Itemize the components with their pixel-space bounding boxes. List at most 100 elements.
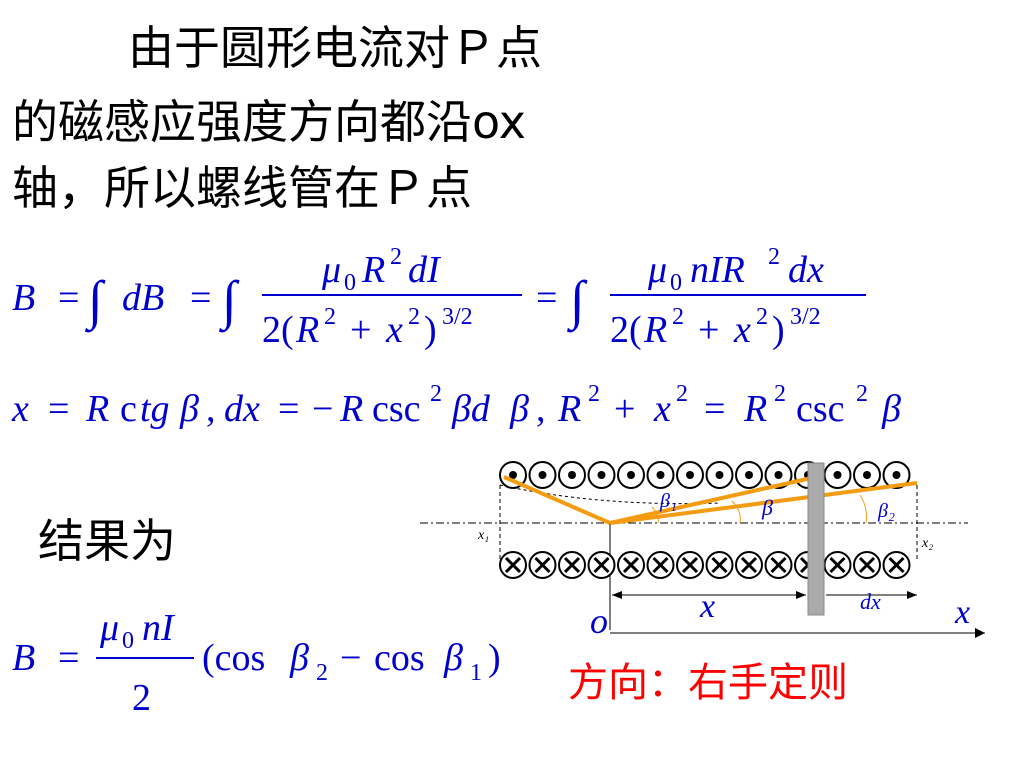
svg-text:0: 0 (670, 270, 682, 296)
line-beta1 (503, 475, 611, 525)
intro-line-3: 轴，所以螺线管在Ｐ点 (12, 161, 472, 215)
intro-line-2: 的磁感应强度方向都沿ox (12, 95, 526, 149)
svg-text:csc: csc (372, 388, 421, 430)
result-label: 结果为 (38, 514, 176, 568)
svg-text:μ: μ (647, 249, 667, 291)
label-x: x (699, 588, 715, 625)
label-beta: β (761, 495, 773, 520)
svg-text:2: 2 (856, 381, 868, 407)
coil-cross-mark (770, 556, 787, 574)
coil-dot-center (745, 471, 753, 479)
coil-cross-mark (534, 556, 551, 574)
formula-result: B = μ 0 nI 2 (cos β 2 − cos β 1 ) (12, 607, 501, 719)
svg-text:2: 2 (774, 381, 786, 407)
label-x2: x₂ (921, 536, 933, 551)
svg-text:=: = (48, 388, 69, 430)
svg-text:x: x (653, 388, 671, 430)
svg-text:0: 0 (122, 628, 134, 654)
svg-text:dx: dx (224, 388, 260, 430)
coil-dot-center (627, 471, 635, 479)
svg-text:2: 2 (756, 304, 768, 330)
svg-text:R: R (85, 388, 109, 430)
svg-text:2(: 2( (610, 309, 642, 351)
svg-text:β: β (443, 637, 463, 679)
svg-text:dx: dx (788, 249, 824, 291)
coil-cross-mark (593, 556, 610, 574)
svg-text:2: 2 (132, 677, 151, 719)
svg-text:∫: ∫ (219, 270, 240, 333)
label-dx: dx (860, 589, 881, 614)
svg-text:=: = (278, 388, 299, 430)
coil-dot-center (686, 471, 694, 479)
svg-text:2(: 2( (262, 309, 294, 351)
label-x1: x₁ (477, 528, 489, 543)
svg-text:+: + (614, 388, 635, 430)
svg-text:R: R (361, 249, 385, 291)
line-beta (609, 475, 817, 525)
svg-text:=: = (536, 277, 557, 319)
svg-text:2: 2 (408, 304, 420, 330)
coil-dot-center (833, 471, 842, 479)
svg-text:,: , (536, 388, 546, 430)
coil-cross-mark (888, 556, 905, 574)
svg-text:dB: dB (122, 277, 164, 319)
svg-text:2: 2 (324, 304, 336, 330)
coil-top-row (499, 461, 911, 489)
svg-text:−: − (312, 388, 333, 430)
svg-text:x: x (11, 388, 29, 430)
coil-cross-mark (681, 556, 699, 574)
svg-text:β: β (179, 388, 199, 430)
coil-cross-mark (740, 556, 758, 574)
svg-text:cos: cos (374, 637, 425, 679)
svg-text:c: c (120, 388, 137, 430)
svg-text:β: β (881, 388, 901, 430)
svg-text:,: , (206, 388, 216, 430)
svg-text:2: 2 (672, 304, 684, 330)
svg-text:R: R (295, 309, 319, 351)
svg-text:=: = (704, 388, 725, 430)
svg-text:): ) (488, 637, 501, 679)
svg-text:x: x (385, 309, 403, 351)
svg-text:2: 2 (430, 381, 442, 407)
svg-text:3/2: 3/2 (442, 304, 473, 330)
coil-dot-center (509, 471, 517, 479)
svg-text:∫: ∫ (85, 270, 106, 333)
svg-text:+: + (350, 309, 371, 351)
svg-text:+: + (698, 309, 719, 351)
formula-substitution: x = R c tg β , dx = − R csc 2 βd β , R 2… (11, 381, 901, 430)
svg-text:nIR: nIR (690, 249, 745, 291)
svg-text:dI: dI (408, 249, 442, 291)
svg-text:μ: μ (99, 607, 119, 649)
coil-cross-mark (563, 556, 581, 574)
coil-cross-mark (711, 556, 728, 574)
coil-dot-center (568, 471, 576, 479)
coil-cross-mark (858, 556, 876, 574)
svg-text:(cos: (cos (202, 637, 265, 679)
svg-text:x: x (733, 309, 751, 351)
coil-bottom-row (499, 551, 911, 579)
label-origin: o (590, 601, 608, 641)
svg-text:0: 0 (344, 270, 356, 296)
svg-text:2: 2 (676, 381, 688, 407)
angle-lines (503, 475, 918, 525)
svg-text:βd: βd (451, 388, 491, 430)
svg-text:R: R (743, 388, 767, 430)
coil-dot-center (538, 471, 547, 479)
svg-text:nI: nI (142, 607, 176, 649)
svg-text:R: R (557, 388, 581, 430)
intro-line-1: 由于圆形电流对Ｐ点 (128, 21, 542, 75)
line-beta2 (609, 481, 918, 525)
svg-text:=: = (190, 277, 211, 319)
svg-text:): ) (424, 309, 437, 351)
svg-text:−: − (340, 637, 361, 679)
svg-text:=: = (58, 277, 79, 319)
svg-text:β: β (289, 637, 309, 679)
solenoid-diagram: x₁ x₂ β₁ β β₂ o x dx x (420, 461, 985, 641)
coil-dot-center (597, 471, 606, 479)
svg-text:2: 2 (768, 244, 780, 270)
coil-cross-mark (504, 556, 522, 574)
coil-cross-mark (829, 556, 846, 574)
coil-cross-mark (652, 556, 669, 574)
coil-dot-center (863, 471, 871, 479)
direction-note: 方向：右手定则 (568, 660, 848, 706)
